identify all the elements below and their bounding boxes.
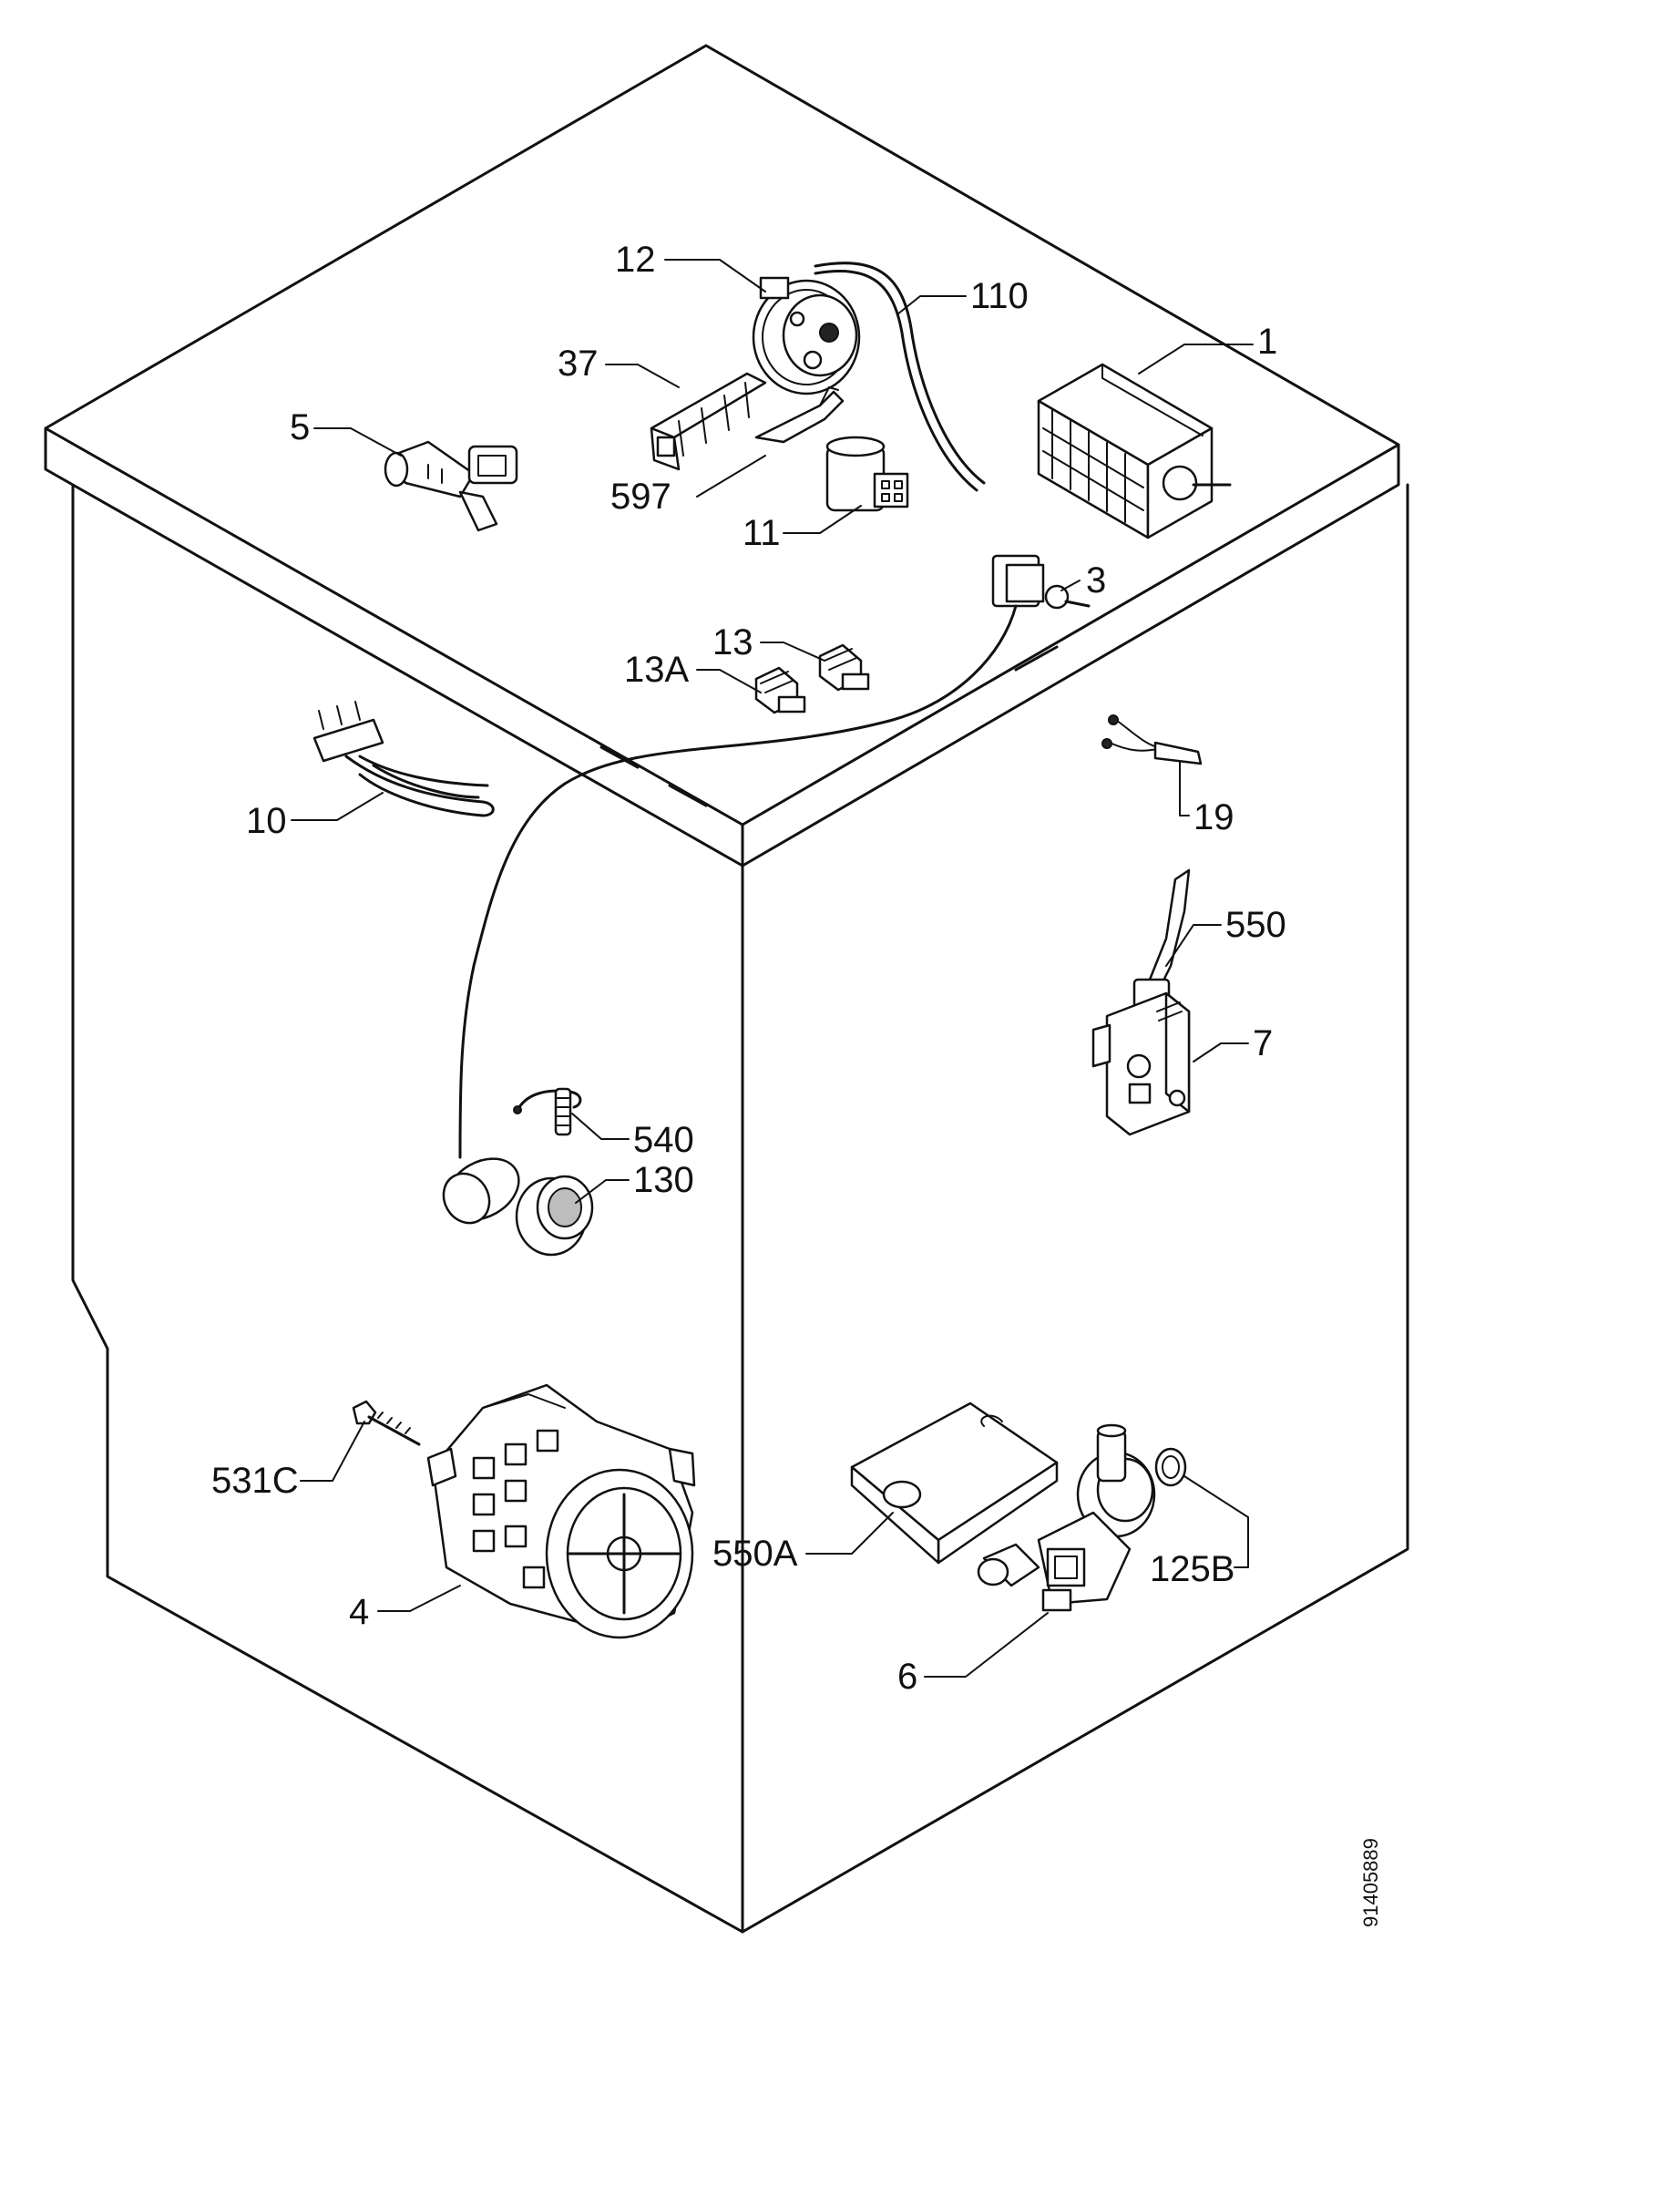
leader-lines xyxy=(291,259,1254,1678)
label-13a: 13A xyxy=(624,650,689,690)
label-6: 6 xyxy=(897,1657,917,1697)
seal-ring xyxy=(1154,1447,1187,1487)
label-5: 5 xyxy=(290,407,310,447)
programme-timer xyxy=(1037,363,1232,539)
label-550: 550 xyxy=(1225,905,1286,945)
terminal-bracket xyxy=(650,372,767,471)
motor xyxy=(426,1383,696,1639)
wire-clamp xyxy=(513,1087,582,1136)
pressure-switch xyxy=(752,262,986,492)
label-597: 597 xyxy=(610,477,671,517)
cabinet-outline xyxy=(44,44,1409,1934)
label-110: 110 xyxy=(970,276,1029,316)
label-4: 4 xyxy=(349,1592,369,1632)
label-3: 3 xyxy=(1086,560,1106,601)
part-labels: 12 110 1 37 5 597 11 3 13 13A 19 10 550 … xyxy=(211,240,1286,1697)
label-130: 130 xyxy=(633,1160,694,1200)
clip xyxy=(754,386,845,444)
label-13: 13 xyxy=(712,622,753,662)
label-37: 37 xyxy=(558,344,599,384)
document-number: 91405889 xyxy=(1359,1838,1382,1927)
connector-13 xyxy=(818,643,870,692)
label-550a: 550A xyxy=(712,1534,798,1574)
drain-pump xyxy=(977,1423,1156,1612)
label-10: 10 xyxy=(246,801,287,841)
capacitor xyxy=(825,436,909,512)
label-19: 19 xyxy=(1193,797,1234,837)
motor-screw xyxy=(352,1400,421,1446)
ntc-sensor xyxy=(1101,714,1203,765)
label-12: 12 xyxy=(615,240,656,280)
heating-element xyxy=(312,701,495,817)
cable-grommet xyxy=(442,1157,520,1225)
pump-cover xyxy=(850,1402,1059,1565)
connector-13a xyxy=(754,666,806,714)
door-switch xyxy=(458,554,1091,1159)
label-11: 11 xyxy=(743,513,781,553)
label-7: 7 xyxy=(1253,1023,1273,1063)
label-531c: 531C xyxy=(211,1461,299,1501)
inlet-valve xyxy=(384,440,518,532)
grommet xyxy=(515,1175,594,1257)
label-540: 540 xyxy=(633,1120,694,1160)
door-interlock xyxy=(1091,868,1191,1136)
label-1: 1 xyxy=(1257,322,1277,362)
label-125b: 125B xyxy=(1150,1549,1234,1589)
